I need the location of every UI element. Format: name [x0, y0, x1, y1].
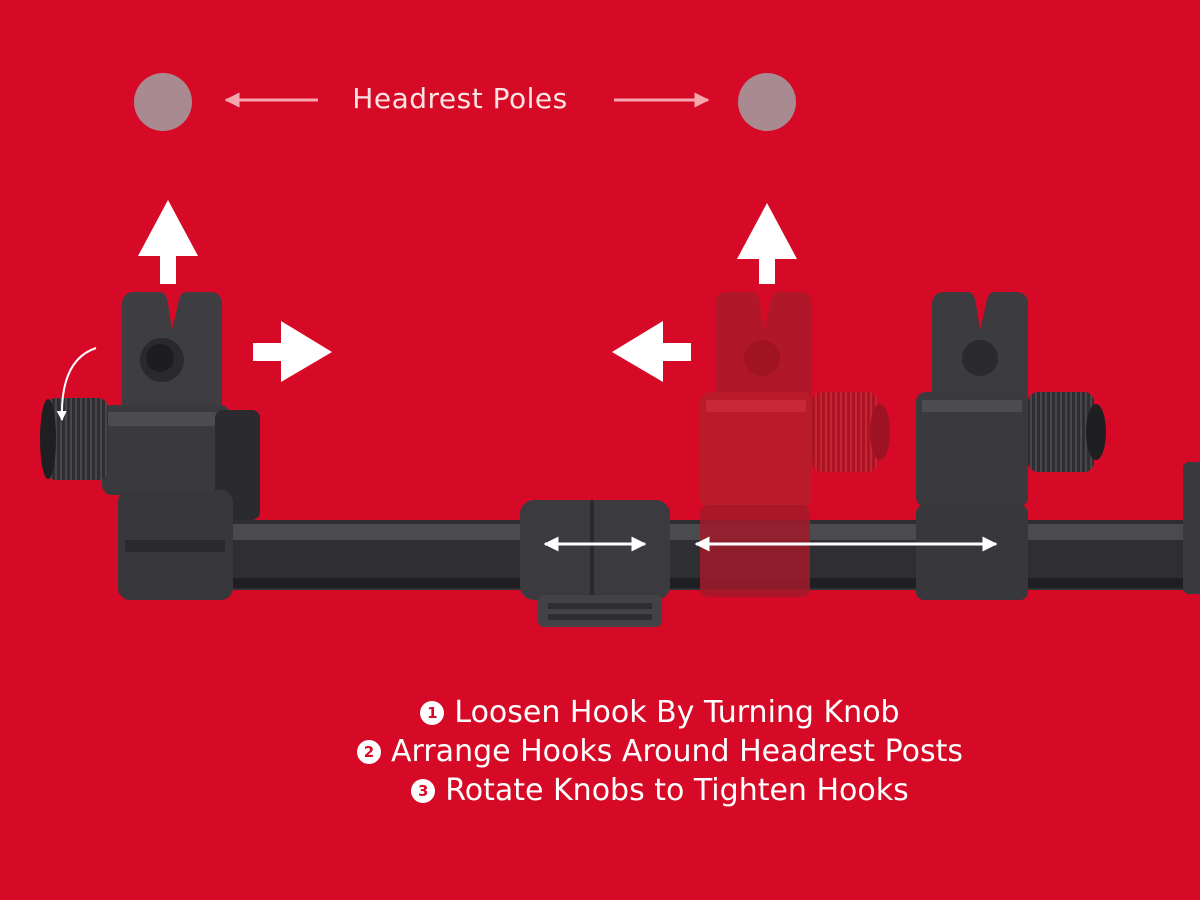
step-number-badge: 3 [411, 779, 436, 803]
instruction-steps: 1 Loosen Hook By Turning Knob 2 Arrange Ho… [250, 693, 1070, 810]
step-text: Arrange Hooks Around Headrest Posts [391, 734, 963, 769]
step-number-badge: 2 [357, 740, 382, 764]
step-text: Loosen Hook By Turning Knob [454, 695, 900, 730]
left-hook [40, 292, 260, 600]
headrest-poles-label: Headrest Poles [352, 82, 568, 115]
arrow-up-icon [138, 200, 198, 284]
step-item: 2 Arrange Hooks Around Headrest Posts [250, 732, 1070, 771]
step-item: 1 Loosen Hook By Turning Knob [250, 693, 1070, 732]
right-hook [916, 292, 1106, 600]
step-item: 3 Rotate Knobs to Tighten Hooks [250, 771, 1070, 810]
rotate-arrow-icon [56, 347, 97, 421]
center-clip [520, 500, 670, 627]
step-number-badge: 1 [420, 701, 445, 725]
pole-circle-icon [738, 73, 796, 131]
arrow-up-icon [737, 203, 797, 284]
arrow-right-icon [253, 321, 332, 382]
pole-circle-icon [134, 73, 192, 131]
step-text: Rotate Knobs to Tighten Hooks [445, 773, 909, 808]
arrow-left-icon [612, 321, 691, 382]
edge-clip [1183, 462, 1200, 594]
